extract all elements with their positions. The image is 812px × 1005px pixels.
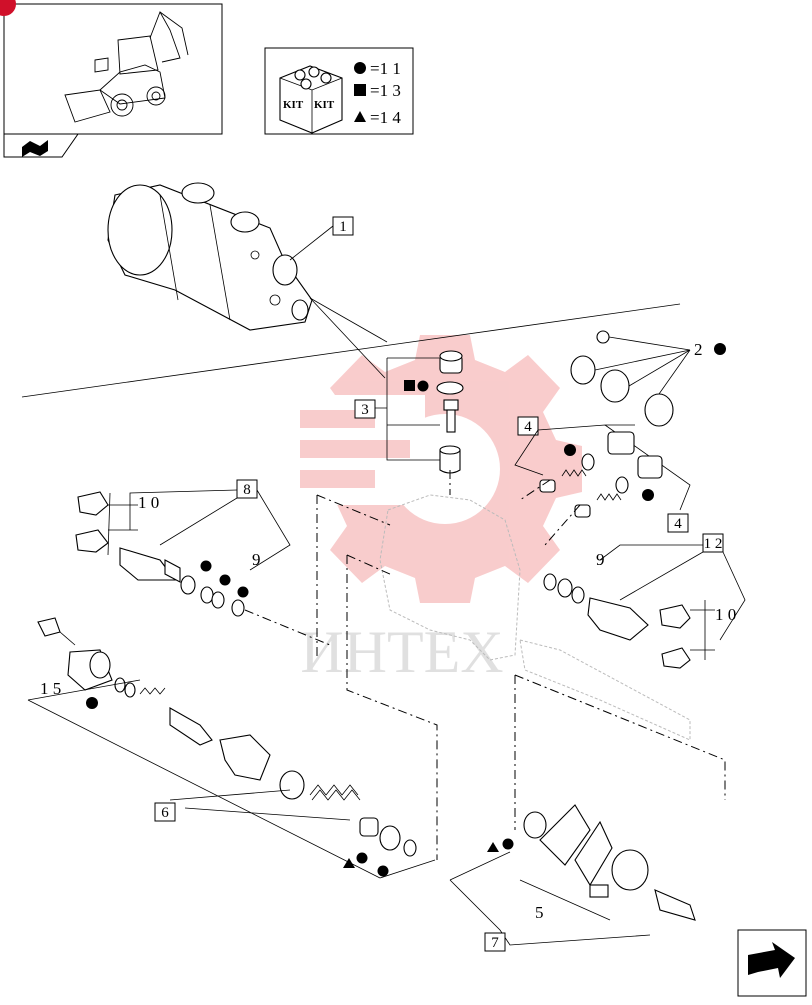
- kit-square-count: =1 3: [370, 81, 401, 100]
- callout-leaders-top: [21, 225, 681, 398]
- kit-box-icon: KIT KIT: [279, 65, 343, 134]
- item-4-group: 4 4: [514, 416, 691, 533]
- valve-body-ghost: [379, 494, 691, 741]
- callout-4-bottom-label: 4: [674, 516, 682, 532]
- o-ring-part: [436, 381, 464, 395]
- circle-marker-icon: [200, 560, 212, 572]
- circle-marker-icon: [377, 865, 389, 877]
- ref-9-right-label: 9: [596, 550, 605, 569]
- circle-marker-icon: [642, 489, 654, 501]
- callout-7-label: 7: [491, 935, 499, 951]
- kit-circle-count: =1 1: [370, 59, 401, 78]
- callout-6-label: 6: [161, 805, 169, 821]
- callout-12[interactable]: [702, 533, 724, 553]
- kit-label-left: KIT: [283, 99, 304, 111]
- ref-2-label: 2: [694, 340, 703, 359]
- flag-tab-icon[interactable]: [22, 140, 48, 157]
- ref-10-right-label: 1 0: [715, 605, 736, 624]
- circle-marker-icon: [417, 380, 429, 392]
- watermark-text: ИНТЕХ: [300, 619, 503, 685]
- callout-4-bottom[interactable]: [667, 513, 689, 533]
- spring-seat-part: [439, 445, 461, 474]
- callout-1-label: 1: [339, 219, 347, 235]
- callout-6[interactable]: [154, 802, 176, 822]
- square-marker-icon: [404, 380, 415, 391]
- next-page-arrow-icon[interactable]: [737, 929, 807, 997]
- circle-marker-icon: [237, 586, 249, 598]
- callout-3[interactable]: [354, 399, 376, 419]
- circle-marker-icon: [219, 574, 231, 586]
- circle-marker-icon: [86, 697, 98, 709]
- circle-marker-icon: [714, 343, 726, 355]
- item-7-group: 5 7: [449, 804, 696, 952]
- callout-8-label: 8: [243, 482, 251, 498]
- callout-4-top[interactable]: [517, 416, 539, 436]
- callout-4-top-label: 4: [524, 419, 532, 435]
- kit-label-right: KIT: [314, 99, 335, 111]
- circle-marker-icon: [564, 444, 576, 456]
- callout-8[interactable]: [236, 479, 258, 499]
- triangle-symbol-icon: [354, 111, 366, 122]
- triangle-marker-icon: [487, 842, 499, 852]
- ref-10-left-label: 1 0: [138, 493, 159, 512]
- item-12-group: 1 2 9 1 0: [543, 533, 746, 669]
- valve-assembly-part-1: [107, 182, 313, 331]
- kit-triangle-count: =1 4: [370, 108, 401, 127]
- callout-7[interactable]: [484, 932, 506, 952]
- kit-legend: KIT KIT =1 1 =1 3 =1 4: [264, 47, 414, 135]
- triangle-marker-icon: [343, 858, 355, 868]
- ref-5-label: 5: [535, 903, 544, 922]
- circle-symbol-icon: [354, 62, 366, 74]
- square-symbol-icon: [354, 84, 366, 96]
- ref-9-left-label: 9: [252, 550, 261, 569]
- item-8-group: 8 1 0 9: [75, 479, 291, 617]
- cap-nut-part: [439, 350, 463, 374]
- machine-thumbnail: [3, 3, 223, 158]
- circle-marker-icon: [356, 852, 368, 864]
- item-3-group: 3: [354, 350, 464, 474]
- ref-15-label: 1 5: [40, 679, 61, 698]
- item-6-group: 1 5 6: [27, 617, 436, 879]
- poppet-part: [443, 399, 459, 433]
- callout-3-label: 3: [361, 402, 369, 418]
- item-2-group: 2: [570, 330, 726, 427]
- circle-marker-icon: [502, 838, 514, 850]
- red-corner-badge: [0, 0, 16, 16]
- callout-12-label: 1 2: [704, 536, 723, 552]
- dash-dot-centre-lines: [244, 470, 726, 860]
- callout-1[interactable]: 1: [332, 216, 354, 236]
- watermark-logo: ИНТЕХ: [285, 335, 582, 685]
